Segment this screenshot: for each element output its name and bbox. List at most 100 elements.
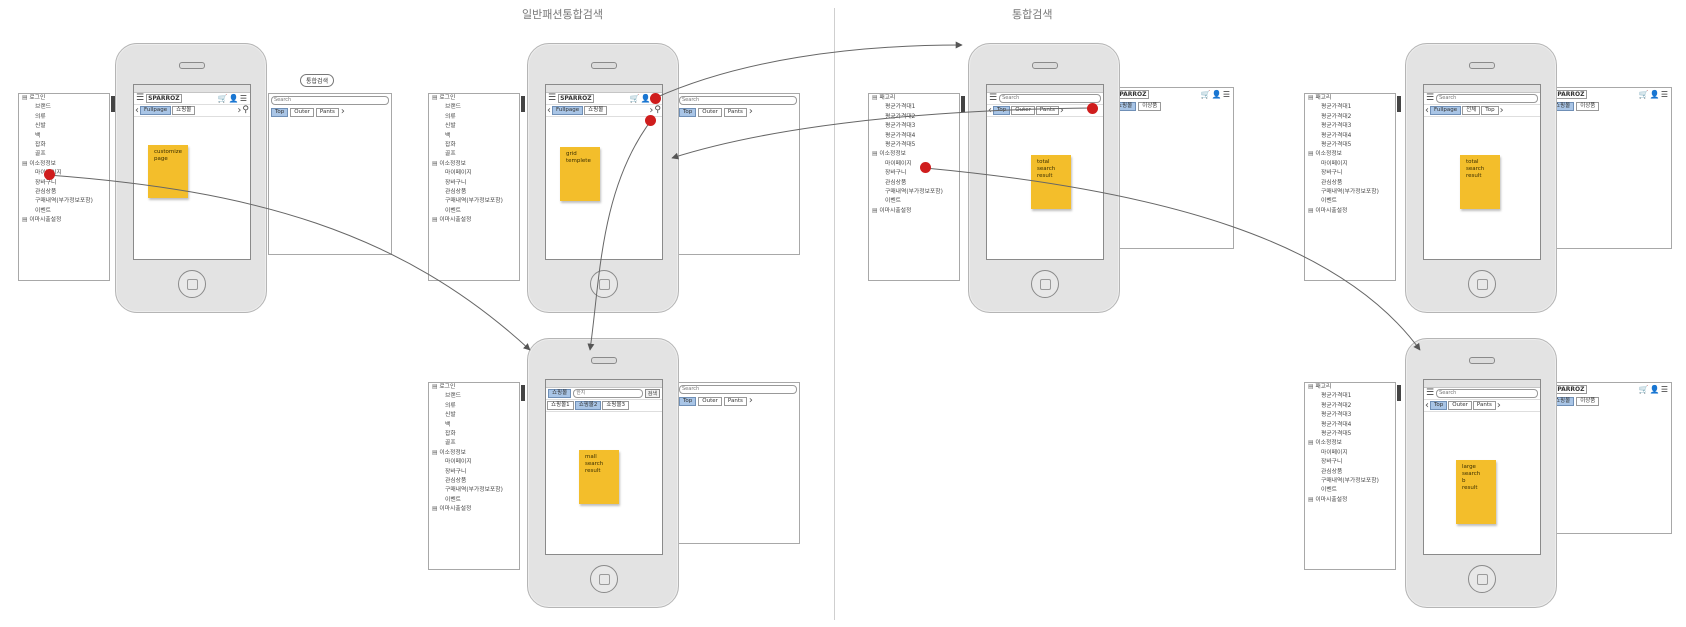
menu-item-shoes[interactable]: 신발 <box>35 123 46 130</box>
tab-pants[interactable]: Pants <box>315 107 339 117</box>
menu-item-price-5[interactable]: 평균가격대5 <box>1321 142 1352 149</box>
menu-item-settings[interactable]: 이마시출설정 <box>869 207 959 216</box>
menu-item-wishlist[interactable]: 관심상품 <box>885 179 907 186</box>
tab-fullpage[interactable]: Fullpage <box>552 106 584 115</box>
menu-item-golf[interactable]: 골프 <box>35 151 46 158</box>
home-button-icon[interactable] <box>1468 565 1496 593</box>
menu-icon[interactable]: ☰ <box>136 93 145 103</box>
search-icon[interactable]: ⚲ <box>242 105 249 115</box>
tab-all[interactable]: 전체 <box>1462 106 1481 115</box>
menu-item-shoes[interactable]: 신발 <box>445 412 456 419</box>
menu-item-clothes[interactable]: 의류 <box>445 402 456 409</box>
tab-outer[interactable]: Outer <box>1448 401 1472 410</box>
chevron-left-icon[interactable]: ‹ <box>547 104 551 116</box>
scrollbar[interactable] <box>521 96 525 112</box>
menu-item-wishlist[interactable]: 관심상품 <box>35 189 57 196</box>
chevron-right-icon[interactable]: › <box>1059 104 1064 116</box>
menu-item-event[interactable]: 이벤트 <box>1321 487 1337 494</box>
menu-item-cart[interactable]: 장바구니 <box>445 179 467 186</box>
menu-icon[interactable]: ☰ <box>1426 93 1435 103</box>
menu-item-cart[interactable]: 장바구니 <box>35 179 57 186</box>
scrollbar[interactable] <box>521 385 525 401</box>
menu-icon[interactable]: ☰ <box>548 93 557 103</box>
cart-user-list-icons[interactable]: 🛒👤☰ <box>1200 89 1231 99</box>
menu-item-mypage[interactable]: 마이페이지 <box>1321 449 1348 456</box>
menu-item-bag[interactable]: 백 <box>445 421 451 428</box>
menu-item-price-1[interactable]: 평균가격대1 <box>1321 393 1352 400</box>
menu-item-category[interactable]: 패고리 <box>869 94 959 103</box>
menu-icon[interactable]: ☰ <box>989 93 998 103</box>
menu-item-orders[interactable]: 구매내역(부가정보포함) <box>885 189 943 196</box>
chevron-left-icon[interactable]: ‹ <box>1425 399 1429 411</box>
search-icon[interactable]: ⚲ <box>654 105 661 115</box>
tab-shop-3[interactable]: 쇼핑몰3 <box>602 401 630 410</box>
menu-icon[interactable]: ☰ <box>1426 388 1435 398</box>
menu-item-wishlist[interactable]: 관심상품 <box>1321 468 1343 475</box>
menu-item-price-1[interactable]: 평균가격대1 <box>1321 104 1352 111</box>
menu-item-info[interactable]: 이소정정보 <box>429 160 519 169</box>
menu-item-cart[interactable]: 장바구니 <box>1321 170 1343 177</box>
menu-item-info[interactable]: 이소정정보 <box>1305 439 1395 448</box>
menu-item-settings[interactable]: 이마시출설정 <box>19 216 109 225</box>
chevron-left-icon[interactable]: ‹ <box>1425 104 1429 116</box>
menu-item-price-5[interactable]: 평균가격대5 <box>885 142 916 149</box>
chevron-right-icon[interactable]: › <box>649 104 654 116</box>
tab-product[interactable]: 이상품 <box>1576 101 1600 111</box>
search-input[interactable]: 한지 <box>573 389 643 398</box>
menu-item-brand[interactable]: 브랜드 <box>445 104 461 111</box>
chevron-left-icon[interactable]: ‹ <box>135 104 139 116</box>
hotspot-golf[interactable] <box>44 169 55 180</box>
menu-item-orders[interactable]: 구매내역(부가정보포함) <box>35 198 93 205</box>
tab-top[interactable]: Top <box>993 106 1011 115</box>
menu-item-clothes[interactable]: 의류 <box>445 113 456 120</box>
chevron-right-icon[interactable]: › <box>1499 104 1504 116</box>
menu-item-login[interactable]: 로그인 <box>429 94 519 103</box>
tab-outer[interactable]: Outer <box>698 396 722 406</box>
menu-item-orders[interactable]: 구매내역(부가정보포함) <box>445 198 503 205</box>
search-input[interactable]: Search <box>1436 94 1538 103</box>
menu-item-event[interactable]: 이벤트 <box>35 207 51 214</box>
menu-item-price-2[interactable]: 평균가격대2 <box>1321 402 1352 409</box>
menu-item-price-2[interactable]: 평균가격대2 <box>1321 113 1352 120</box>
cart-user-list-icons[interactable]: 🛒👤☰ <box>1638 384 1669 394</box>
menu-item-cart[interactable]: 장바구니 <box>1321 459 1343 466</box>
chevron-right-icon[interactable]: › <box>748 106 753 117</box>
hotspot-menu[interactable] <box>650 93 661 104</box>
search-input[interactable]: Search <box>679 95 797 105</box>
tab-pants[interactable]: Pants <box>723 396 747 406</box>
menu-item-price-5[interactable]: 평균가격대5 <box>1321 431 1352 438</box>
menu-item-event[interactable]: 이벤트 <box>885 198 901 205</box>
tab-pants[interactable]: Pants <box>1472 401 1496 410</box>
scrollbar[interactable] <box>1397 96 1401 112</box>
tab-shop-1[interactable]: 쇼핑몰1 <box>547 401 574 410</box>
tab-top[interactable]: Top <box>1481 106 1499 115</box>
menu-item-bag[interactable]: 백 <box>445 132 451 139</box>
tab-product[interactable]: 이상품 <box>1576 396 1600 406</box>
menu-item-mypage[interactable]: 마이페이지 <box>445 170 472 177</box>
menu-item-settings[interactable]: 이마시출설정 <box>1305 496 1395 505</box>
menu-item-mypage[interactable]: 마이페이지 <box>885 160 912 167</box>
search-button[interactable]: 검색 <box>644 389 660 398</box>
search-input[interactable]: Search <box>271 95 389 105</box>
menu-item-price-4[interactable]: 평균가격대4 <box>1321 421 1352 428</box>
menu-item-price-4[interactable]: 평균가격대4 <box>1321 132 1352 139</box>
hotspot-category[interactable] <box>920 162 931 173</box>
hotspot-search[interactable] <box>645 115 656 126</box>
search-input[interactable]: Search <box>679 384 797 394</box>
menu-item-settings[interactable]: 이마시출설정 <box>429 505 519 514</box>
menu-item-login[interactable]: 로그인 <box>19 94 109 103</box>
chevron-left-icon[interactable]: ‹ <box>988 104 992 116</box>
home-button-icon[interactable] <box>590 270 618 298</box>
tab-outer[interactable]: Outer <box>290 107 314 117</box>
cart-user-list-icons[interactable]: 🛒👤☰ <box>217 94 248 103</box>
menu-item-wishlist[interactable]: 관심상품 <box>445 189 467 196</box>
home-button-icon[interactable] <box>1468 270 1496 298</box>
hotspot-search-right[interactable] <box>1087 103 1098 114</box>
menu-item-info[interactable]: 이소정정보 <box>1305 150 1395 159</box>
menu-item-brand[interactable]: 브랜드 <box>445 393 461 400</box>
tab-pants[interactable]: Pants <box>1035 106 1059 115</box>
menu-item-clothes[interactable]: 의류 <box>35 113 46 120</box>
menu-item-settings[interactable]: 이마시출설정 <box>429 216 519 225</box>
menu-item-category[interactable]: 패고리 <box>1305 383 1395 392</box>
menu-item-price-2[interactable]: 평균가격대2 <box>885 113 916 120</box>
